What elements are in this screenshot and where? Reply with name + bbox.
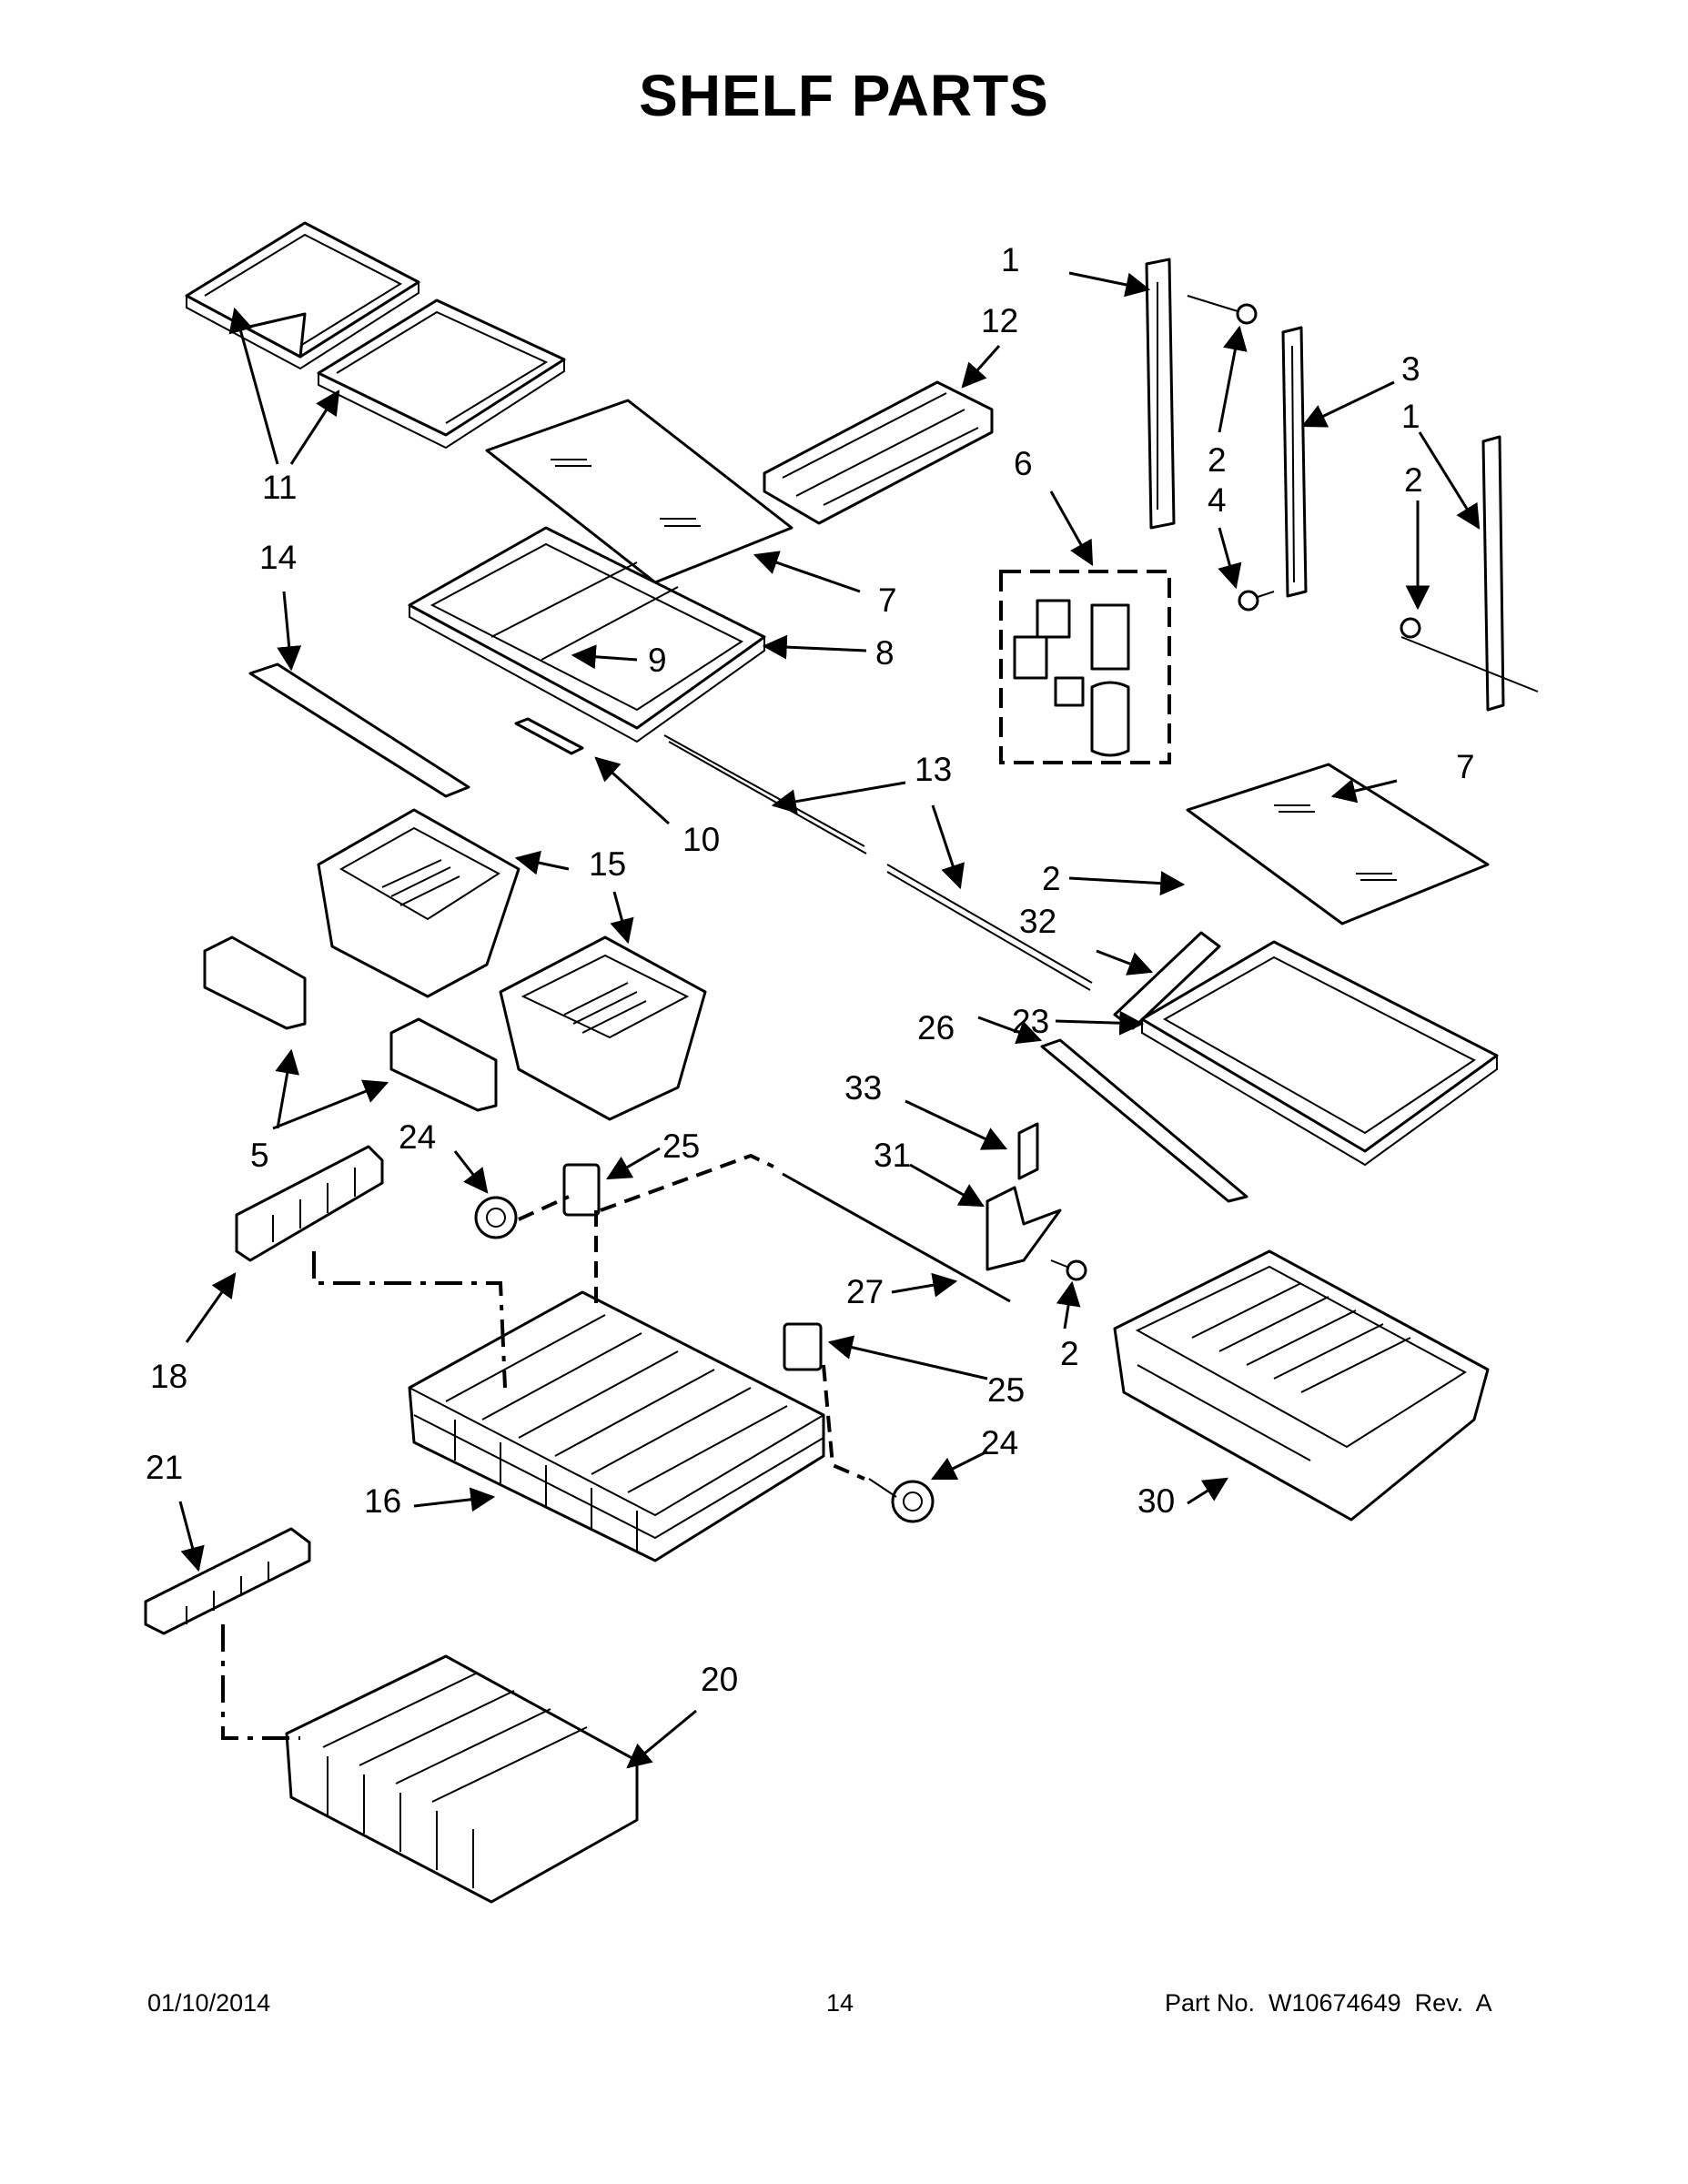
callout-2-right: 2: [1404, 461, 1423, 499]
rail-13: [663, 734, 1093, 991]
assembly-line-clip-rod: [600, 1153, 774, 1212]
screw-31: [1050, 1259, 1087, 1281]
screw-right: [1400, 617, 1421, 639]
callout-16: 16: [364, 1482, 401, 1520]
callout-7-lower: 7: [1456, 748, 1475, 785]
clip-lower: [783, 1322, 823, 1371]
bracket-31: [986, 1186, 1062, 1271]
callout-labels: 1 12 3 1 2 4 2 11 14 6 7 8 9 10 13 7 2 3…: [146, 241, 1475, 1698]
callout-2-bracket: 2: [1042, 860, 1061, 897]
shelf-ladder-middle: [1281, 326, 1308, 598]
crisper-bin-lower: [499, 935, 707, 1121]
crisper-bin-upper: [317, 808, 521, 998]
callout-6: 6: [1014, 445, 1033, 482]
bracket-33: [1017, 1122, 1039, 1180]
callout-33: 33: [844, 1069, 882, 1107]
callout-8: 8: [875, 634, 895, 672]
assembly-line-gear-clip: [518, 1195, 570, 1221]
trim-strip-26: [1040, 1038, 1248, 1203]
callout-1-right: 1: [1401, 398, 1420, 435]
callout-4: 4: [1208, 481, 1227, 519]
callout-24-lower: 24: [981, 1424, 1018, 1461]
callout-25-lower: 25: [987, 1371, 1025, 1409]
glass-shelf-upper: [485, 399, 793, 584]
screw-upper: [1187, 295, 1258, 325]
assembly-line-clip-gear-lower: [822, 1364, 865, 1481]
callout-2-upper: 2: [1208, 441, 1227, 479]
callout-11: 11: [262, 469, 297, 506]
wire-basket-20: [285, 1654, 639, 1904]
bin-handle-left: [203, 935, 307, 1030]
clip-10: [514, 717, 584, 755]
callout-21: 21: [146, 1449, 183, 1486]
glass-shelf-lower: [1186, 763, 1490, 925]
rod-27: [782, 1172, 1011, 1303]
footer-date: 01/10/2014: [147, 1989, 271, 2017]
callout-3: 3: [1401, 350, 1420, 388]
assembly-line-18-16: [312, 1251, 507, 1389]
callout-12: 12: [981, 302, 1018, 339]
callout-15: 15: [589, 845, 626, 883]
shelf-frame-lower: [317, 298, 566, 450]
kit-box-6: [999, 570, 1171, 764]
callout-9: 9: [648, 642, 667, 679]
callout-1-upper: 1: [1001, 241, 1020, 278]
callout-13: 13: [915, 751, 952, 788]
wine-rack-12: [763, 380, 994, 525]
callout-25-upper: 25: [662, 1127, 700, 1165]
callout-2-lower: 2: [1060, 1335, 1079, 1372]
callout-14: 14: [259, 539, 297, 576]
callout-32: 32: [1019, 903, 1056, 940]
callout-27: 27: [846, 1273, 884, 1310]
callout-18: 18: [150, 1358, 187, 1395]
basket-end-18: [235, 1145, 384, 1262]
callout-31: 31: [874, 1137, 911, 1174]
callout-26: 26: [917, 1009, 955, 1046]
basket-end-21: [144, 1527, 311, 1635]
footer-page-number: 14: [826, 1989, 854, 2017]
trim-strip-14: [248, 662, 470, 798]
shelf-ladder-left: [1145, 258, 1176, 530]
footer-part-number: Part No. W10674649 Rev. A: [1165, 1989, 1492, 2017]
shelf-ladder-right: [1400, 435, 1539, 712]
callout-30: 30: [1137, 1482, 1175, 1520]
callout-10: 10: [682, 821, 720, 858]
callout-7-upper: 7: [878, 581, 897, 619]
callout-24-upper: 24: [399, 1118, 436, 1156]
leader-arrows: [178, 271, 1481, 1769]
screw-middle: [1238, 590, 1275, 612]
clip-upper: [562, 1163, 601, 1217]
bin-handle-right: [389, 1017, 498, 1112]
freezer-drawer-30: [1113, 1249, 1490, 1522]
page-title: SHELF PARTS: [639, 63, 1049, 128]
assembly-line-21-20: [221, 1624, 300, 1740]
gear-lower: [868, 1478, 935, 1523]
callout-5: 5: [250, 1137, 269, 1174]
callout-20: 20: [701, 1661, 738, 1698]
wire-basket-16: [408, 1290, 825, 1562]
drawer-cover-23: [1140, 940, 1499, 1167]
callout-23: 23: [1012, 1003, 1049, 1040]
gear-upper: [474, 1196, 518, 1239]
